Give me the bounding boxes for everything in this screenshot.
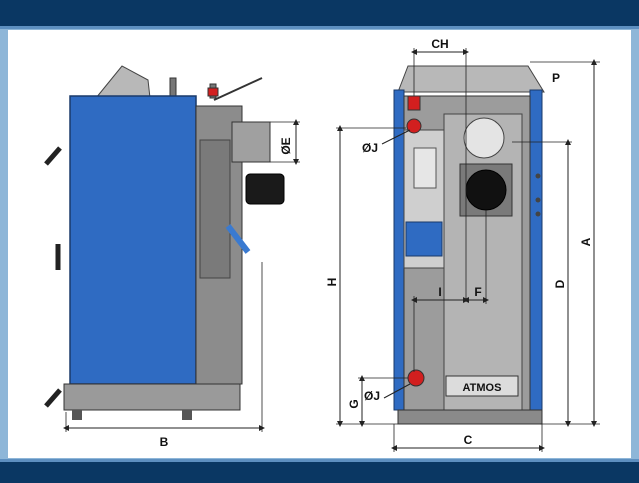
hopper-lid [94, 65, 151, 99]
top-pipe [169, 77, 177, 97]
side-foot [72, 410, 82, 420]
bottom-return-valve [407, 369, 425, 387]
door-handle [44, 146, 62, 166]
header-accent-line [0, 26, 639, 29]
label-j-bottom: ØJ [364, 389, 380, 403]
front-view: ATMOS CH P [325, 37, 600, 452]
side-fitting [535, 173, 541, 179]
label-h: H [325, 278, 339, 287]
label-a: A [579, 237, 593, 246]
dim-j-bottom-leader [383, 383, 411, 399]
label-ch: CH [431, 37, 448, 51]
dim-j-top-leader [381, 129, 411, 145]
brand-plate [445, 375, 519, 397]
top-return-valve [406, 118, 422, 134]
door-handle [44, 388, 62, 408]
label-i: I [438, 285, 441, 299]
label-c: C [464, 433, 473, 447]
label-p: P [552, 71, 560, 85]
footer-bar [0, 462, 639, 483]
label-f: F [474, 285, 481, 299]
exhaust-fan [245, 173, 285, 205]
blue-side-right [529, 89, 543, 411]
top-connector [407, 95, 421, 111]
label-b: B [160, 435, 169, 449]
header-bar [0, 0, 639, 26]
label-j-top: ØJ [362, 141, 378, 155]
side-view: ØE B [44, 65, 300, 449]
blue-side-left [393, 89, 405, 411]
boiler-dimension-drawing: ØE B [44, 37, 600, 452]
side-base [63, 383, 241, 411]
control-fan-box [405, 221, 443, 257]
inspection-port [463, 117, 505, 159]
top-hood [397, 65, 545, 93]
label-g: G [347, 399, 361, 408]
label-e: ØE [279, 137, 293, 154]
drawing-panel: ØE B [8, 30, 631, 458]
main-door [443, 113, 523, 415]
front-base [397, 409, 543, 425]
flap-lever [213, 77, 263, 101]
rear-casing-panel [199, 139, 231, 279]
rear-lever [225, 224, 251, 254]
label-d: D [553, 279, 567, 288]
boiler-side-body [69, 95, 197, 385]
flue-outlet [465, 169, 507, 211]
control-display [413, 147, 437, 189]
flue-collar [231, 121, 271, 163]
side-fitting [535, 211, 541, 217]
brand-plate-text: ATMOS [463, 382, 502, 394]
footer-accent-line [0, 459, 639, 462]
side-fitting [535, 197, 541, 203]
top-valve [207, 87, 219, 97]
side-foot [182, 410, 192, 420]
